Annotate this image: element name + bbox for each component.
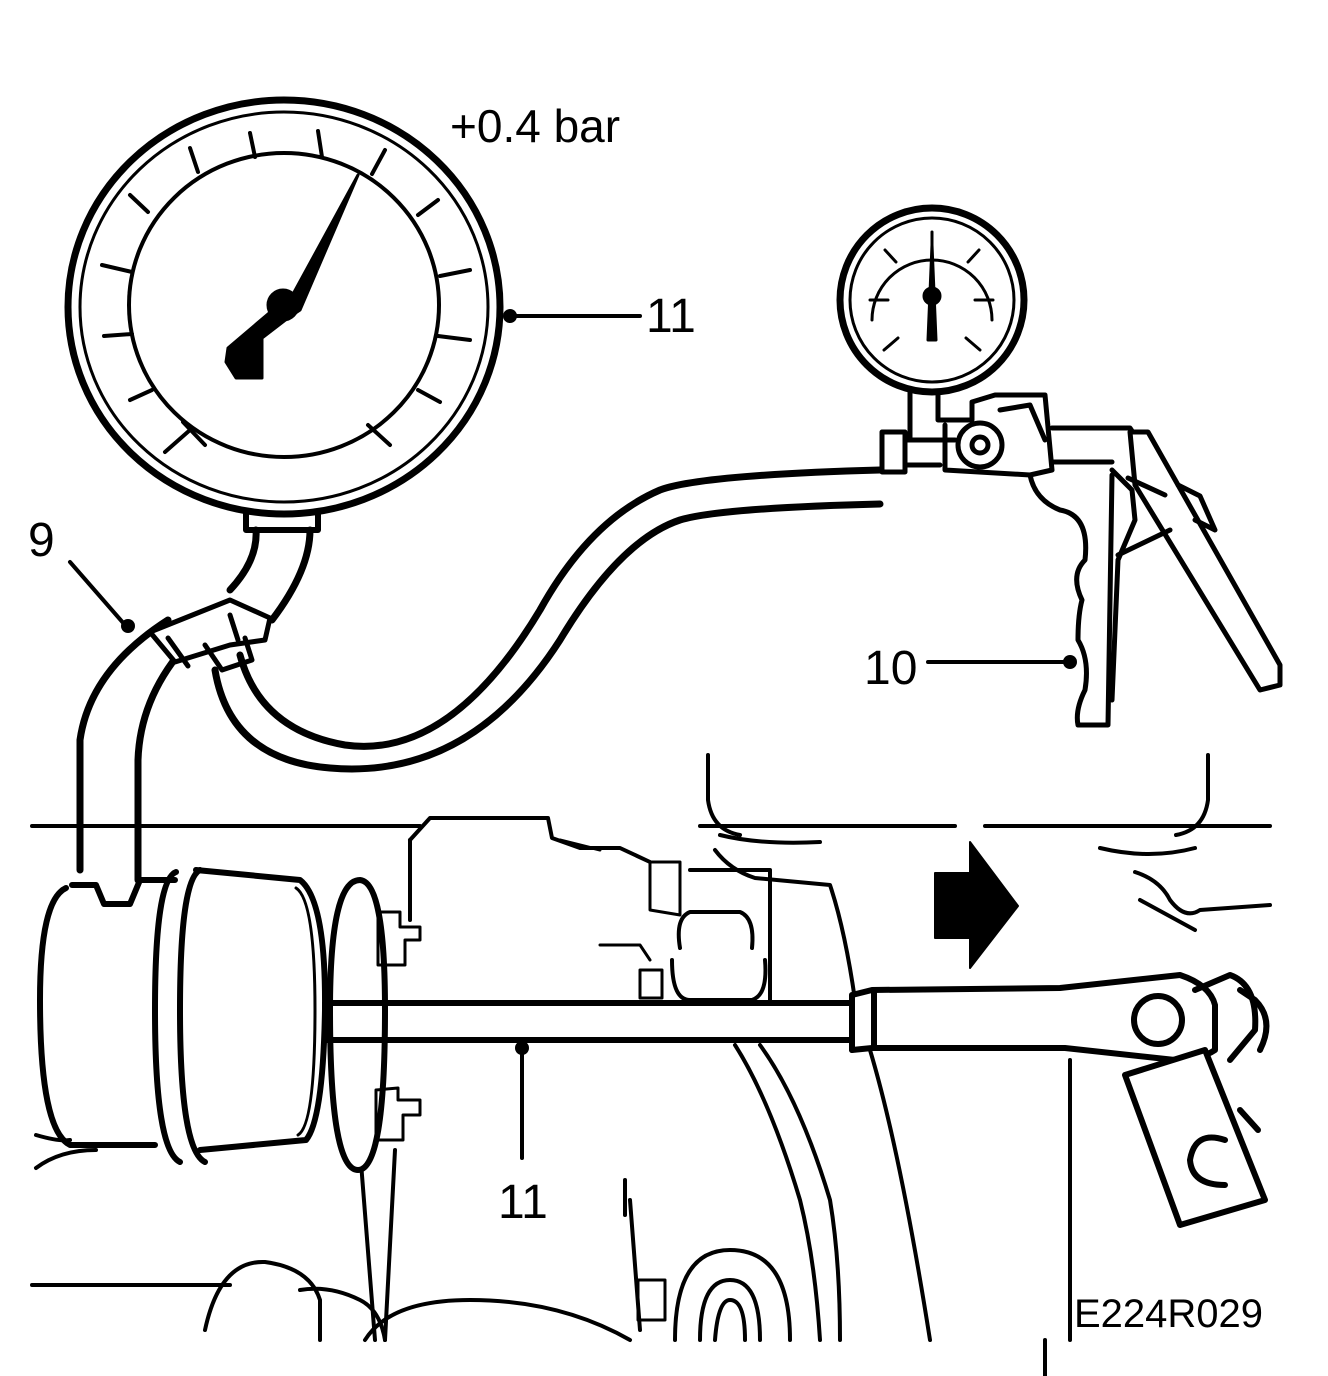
callout-dot (1063, 655, 1077, 669)
callout-dot (515, 1041, 529, 1055)
large-pressure-gauge (64, 96, 504, 533)
callout-hose-number: 9 (28, 514, 55, 567)
pressure-label: +0.4 bar (450, 100, 620, 152)
bellow-cylinder (37, 867, 422, 1173)
puller-tool (322, 972, 1270, 1228)
tee-connector (147, 597, 273, 673)
callout-dot (503, 309, 517, 323)
drawing-code: E224R029 (1074, 1292, 1263, 1336)
hoses (76, 466, 884, 884)
engine-block (30, 753, 1272, 1376)
leader-lines (68, 314, 1070, 1160)
callout-dot (121, 619, 135, 633)
callout-gauge-number: 11 (646, 290, 696, 343)
hand-vacuum-pump (836, 204, 1283, 728)
callout-tool-number: 11 (498, 1176, 548, 1229)
arrow-right-icon (934, 841, 1019, 969)
callout-pump-number: 10 (864, 642, 917, 695)
